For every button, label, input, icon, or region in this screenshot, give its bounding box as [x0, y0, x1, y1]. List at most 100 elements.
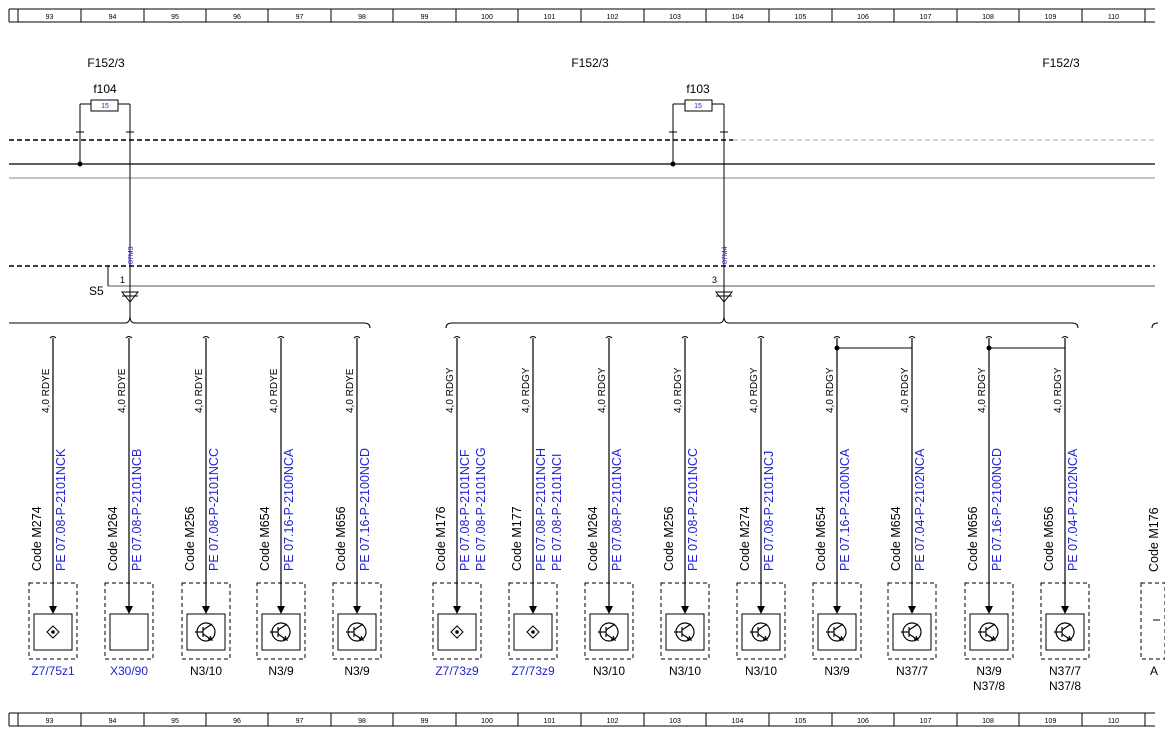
component-label[interactable]: N3/9: [824, 664, 850, 678]
component-label[interactable]: N37/7: [896, 664, 928, 678]
transistor-icon: [1054, 622, 1075, 642]
pe-reference[interactable]: PE 07.04-P-2102NCA: [913, 448, 927, 571]
code-label: Code M256: [183, 506, 197, 571]
ruler-cell-label: 106: [857, 718, 869, 725]
ruler-cell-label: 95: [171, 14, 179, 21]
fuse-f103-rating: 15: [694, 103, 702, 110]
component-label[interactable]: N3/10: [669, 664, 701, 678]
pe-reference[interactable]: PE 07.08-P-2101NCK: [54, 448, 68, 571]
fuse-f103-name: f103: [686, 82, 710, 96]
pe-reference[interactable]: PE 07.08-P-2101NCJ: [762, 451, 776, 571]
wire-spec: 4,0 RDYE: [269, 368, 280, 413]
pe-reference[interactable]: PE 07.08-P-2101NCB: [130, 449, 144, 571]
branch: 4,0 RDYE Code M274 PE 07.08-P-2101NCK Z7/75…: [28, 336, 78, 678]
ruler-cell-label: 93: [46, 718, 54, 725]
ruler-cell-label: 106: [857, 14, 869, 21]
component-label[interactable]: N3/10: [190, 664, 222, 678]
pe-reference[interactable]: PE 07.08-P-2101NCA: [610, 448, 624, 571]
pe-reference[interactable]: PE 07.08-P-2101NCC: [686, 448, 700, 571]
wire-spec: 4,0 RDGY: [749, 367, 760, 413]
splice-label: S5: [89, 284, 104, 298]
transistor-icon: [674, 622, 695, 642]
component-label[interactable]: N37/8: [1049, 679, 1081, 693]
component-label[interactable]: N37/8: [973, 679, 1005, 693]
wire-spec: 4,0 RDGY: [977, 367, 988, 413]
branch: 4,0 RDGY Code M274 PE 07.08-P-2101NCJ N3/10: [736, 336, 786, 678]
component-label[interactable]: N37/7: [1049, 664, 1081, 678]
ruler-cell-label: 110: [1108, 14, 1119, 21]
code-label: Code M274: [738, 506, 752, 571]
pe-reference[interactable]: PE 07.16-P-2100NCD: [990, 448, 1004, 571]
pe-reference[interactable]: PE 07.08-P-2101NCH: [534, 448, 548, 571]
wire-spec: 4,0 RDGY: [900, 367, 911, 413]
pe-reference[interactable]: PE 07.08-P-2101NCI: [550, 454, 564, 571]
ruler-cell-label: 105: [795, 718, 807, 725]
ruler-cell-label: 100: [481, 718, 493, 725]
code-label: Code M656: [1042, 506, 1056, 571]
transistor-icon: [826, 622, 847, 642]
ruler-cell-label: 109: [1045, 718, 1057, 725]
ruler-cell-label: 108: [982, 718, 994, 725]
sensor-diamond-icon: [46, 625, 60, 639]
component-label[interactable]: N3/10: [593, 664, 625, 678]
component-label[interactable]: Z7/73z9: [511, 664, 555, 678]
component-label[interactable]: Z7/73z9: [435, 664, 479, 678]
ruler-cell-label: 98: [358, 718, 366, 725]
pe-reference[interactable]: PE 07.16-P-2100NCA: [282, 448, 296, 571]
sensor-diamond-icon: [450, 625, 464, 639]
wire-ref-87m3: 87M3: [128, 246, 135, 264]
ruler-cell-label: 103: [669, 718, 681, 725]
wire-spec: 4,0 RDGY: [445, 367, 456, 413]
pe-reference[interactable]: PE 07.08-P-2101NCG: [474, 447, 488, 571]
component-label[interactable]: N3/9: [976, 664, 1002, 678]
component-label[interactable]: N3/9: [268, 664, 294, 678]
code-label: Code M264: [586, 506, 600, 571]
component-label[interactable]: N3/10: [745, 664, 777, 678]
fuse-f104-name: f104: [93, 82, 117, 96]
ruler-cell-label: 109: [1045, 14, 1057, 21]
pe-reference[interactable]: PE 07.08-P-2101NCF: [458, 449, 472, 571]
ruler-cell-label: 97: [296, 14, 304, 21]
pin-3: 3: [712, 275, 717, 285]
group-braces: [9, 315, 1159, 329]
wire-spec: 4,0 RDYE: [194, 368, 205, 413]
pe-reference[interactable]: PE 07.04-P-2102NCA: [1066, 448, 1080, 571]
pe-reference[interactable]: PE 07.16-P-2100NCA: [838, 448, 852, 571]
wire-spec: 4,0 RDYE: [345, 368, 356, 413]
ruler-cell-label: 94: [109, 14, 117, 21]
ruler-cell-label: 102: [607, 718, 619, 725]
partial-label: A: [1150, 664, 1158, 678]
ruler-cell-label: 102: [607, 14, 619, 21]
fuse-f104: [76, 99, 134, 316]
ruler-cell-label: 94: [109, 718, 117, 725]
partial-component: Code M176 A: [1140, 507, 1165, 678]
sensor-diamond-icon: [526, 625, 540, 639]
wire-spec: 4,0 RDGY: [825, 367, 836, 413]
transistor-icon: [195, 622, 216, 642]
code-label: Code M177: [510, 506, 524, 571]
ruler-cell-label: 105: [795, 14, 807, 21]
ruler-cell-label: 95: [171, 718, 179, 725]
ruler-cell-label: 101: [544, 718, 556, 725]
wire-spec: 4,0 RDGY: [597, 367, 608, 413]
bus-lines: [9, 139, 1155, 287]
component-label[interactable]: Z7/75z1: [31, 664, 75, 678]
transistor-icon: [598, 622, 619, 642]
pe-reference[interactable]: PE 07.08-P-2101NCC: [207, 448, 221, 571]
component-label[interactable]: N3/9: [344, 664, 370, 678]
fuse-f104-rating: 15: [101, 103, 109, 110]
wire-spec: 4,0 RDYE: [41, 368, 52, 413]
code-label: Code M274: [30, 506, 44, 571]
pe-reference[interactable]: PE 07.16-P-2100NCD: [358, 448, 372, 571]
component-label[interactable]: X30/90: [110, 664, 148, 678]
